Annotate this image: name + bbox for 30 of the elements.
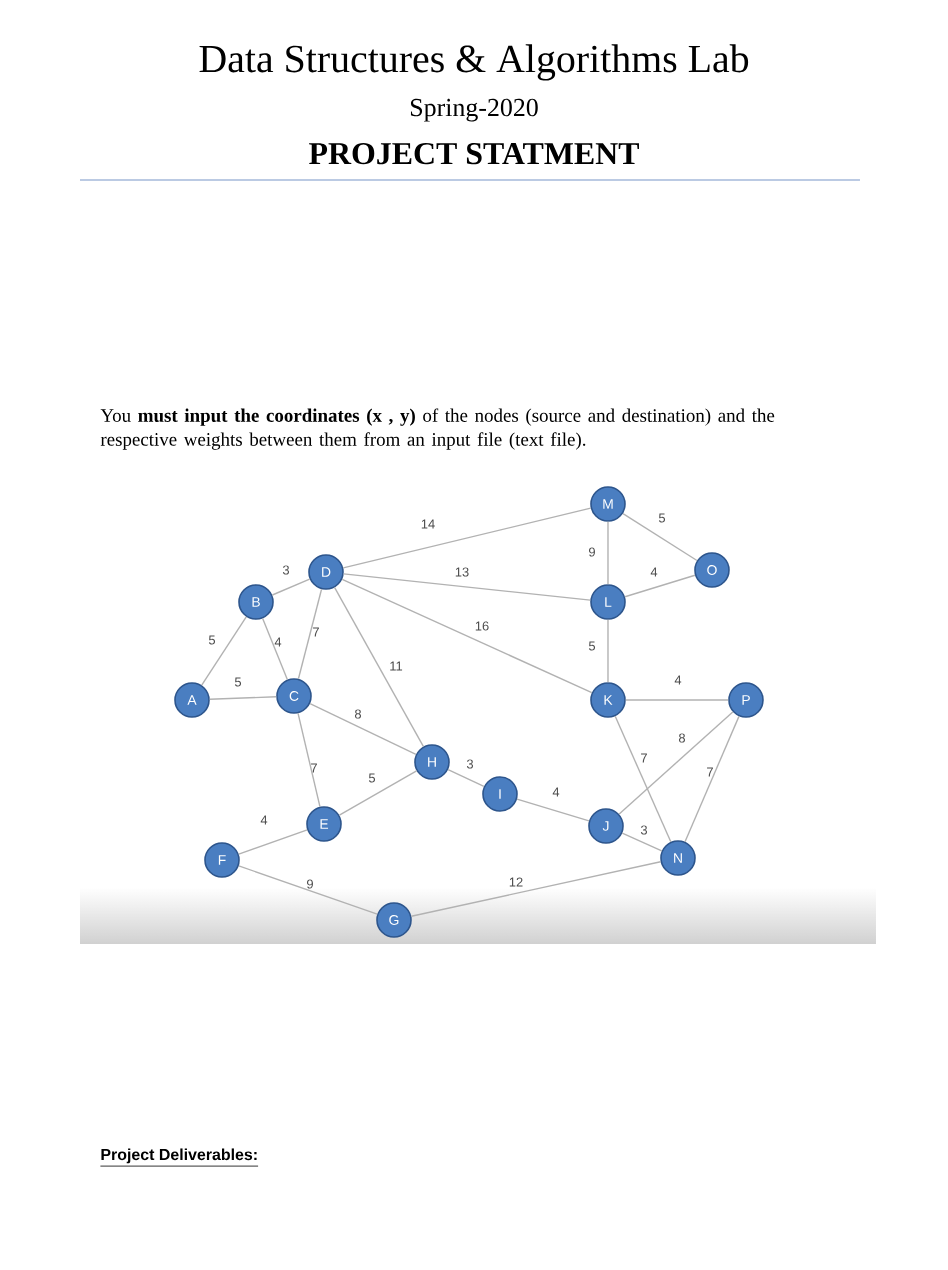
edge [621, 832, 663, 852]
paragraph: You must input the coordinates (x , y) of the nodes (source and destination) and the respective weights between them from an input file (text file). [100, 408, 775, 450]
edge [618, 711, 734, 815]
edge [338, 770, 418, 816]
edge [238, 865, 378, 915]
edge [333, 586, 424, 748]
edge [309, 703, 417, 756]
edge [201, 616, 247, 686]
edge [209, 696, 277, 700]
edge [684, 715, 740, 843]
edge [625, 699, 729, 701]
edge [271, 578, 311, 596]
edge [341, 578, 593, 694]
heading: PROJECT STATMENT [309, 142, 639, 165]
edge [447, 768, 485, 788]
edge [342, 507, 592, 569]
edge [297, 588, 323, 680]
edge [607, 619, 609, 683]
edge [261, 617, 288, 681]
edge [622, 512, 698, 562]
edge [238, 829, 308, 855]
edge [343, 573, 591, 601]
edge [410, 861, 662, 917]
title: Data Structures & Algorithms Lab [199, 44, 749, 81]
edge [297, 712, 321, 808]
edge [516, 798, 590, 822]
edge [624, 574, 696, 598]
edge [607, 521, 609, 585]
subtitle: Spring-2020 [410, 98, 538, 122]
edge [614, 715, 672, 843]
